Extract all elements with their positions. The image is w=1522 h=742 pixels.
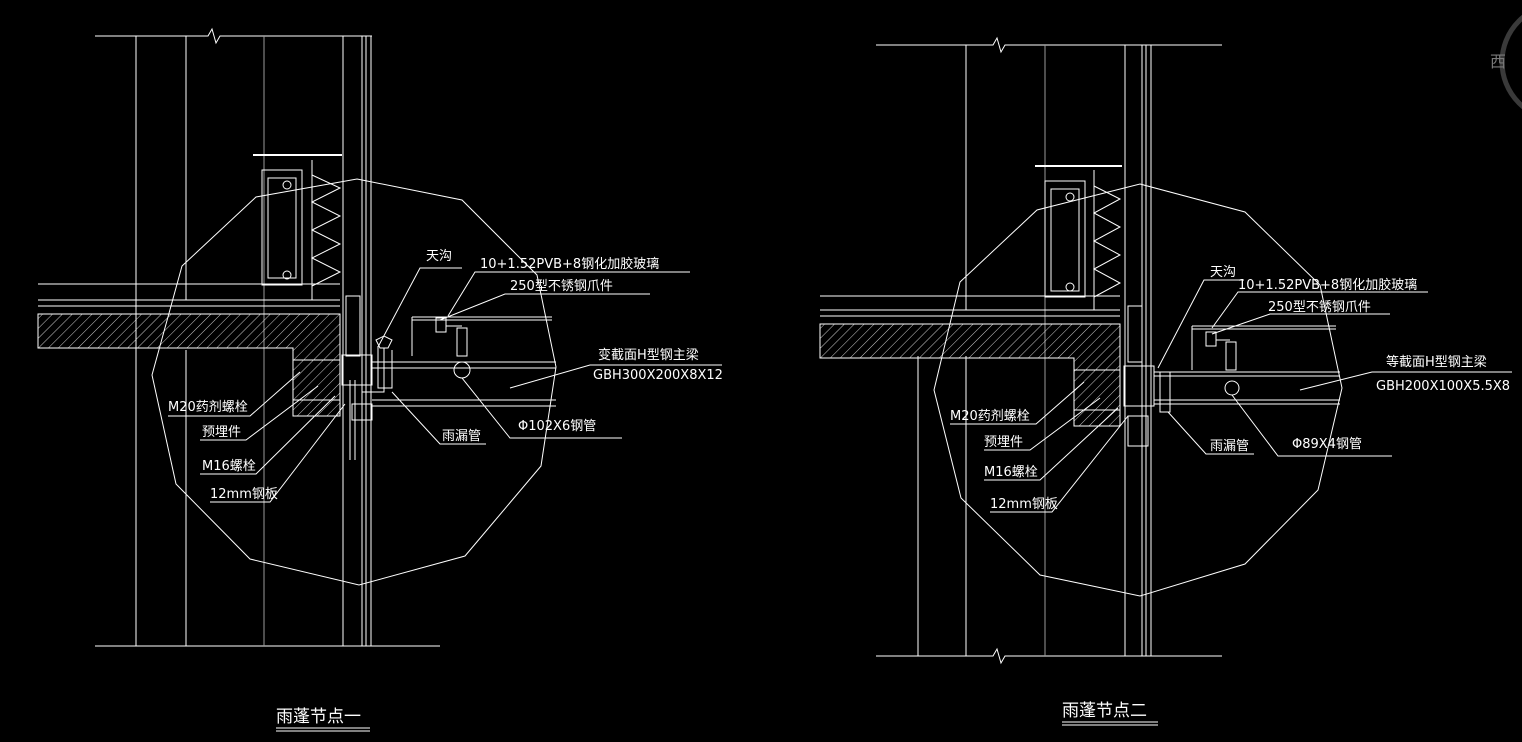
label-embed: 预埋件 xyxy=(202,425,241,440)
break-line-top xyxy=(876,36,1222,54)
leader-gutter xyxy=(1157,279,1244,369)
bracket xyxy=(1127,415,1149,447)
label-pipe: Φ102X6钢管 xyxy=(518,419,596,434)
bracket xyxy=(1127,305,1143,363)
drain-pipe xyxy=(1159,371,1171,413)
leader-plate xyxy=(210,403,346,503)
claw-post xyxy=(1225,341,1237,371)
claw-fitting xyxy=(435,317,447,333)
label-glass: 10+1.52PVB+8钢化加胶玻璃 xyxy=(480,256,659,272)
leader-chem-bolt xyxy=(168,371,301,417)
compass-ring xyxy=(1499,14,1522,110)
label-plate: 12mm钢板 xyxy=(210,487,278,502)
label-bolt: M16螺栓 xyxy=(984,465,1038,480)
louvre-pin xyxy=(1065,282,1075,292)
leader-drain xyxy=(1167,411,1254,455)
claw-fitting xyxy=(1205,331,1217,347)
gutter xyxy=(377,346,393,389)
label-bolt: M16螺栓 xyxy=(202,459,256,474)
leader-gutter xyxy=(377,267,462,348)
drain-head xyxy=(375,335,393,349)
louvre-pin xyxy=(282,180,292,190)
leader-embed xyxy=(200,385,319,441)
bracket xyxy=(1123,365,1155,407)
label-beam-spec: GBH200X100X5.5X8 xyxy=(1376,379,1510,394)
leader-pipe xyxy=(1231,394,1392,457)
leader-drain xyxy=(391,391,486,445)
label-claw: 250型不锈钢爪件 xyxy=(1268,300,1371,315)
detail-title: 雨蓬节点一 xyxy=(276,707,361,727)
break-line-top xyxy=(95,27,372,45)
louvre-frame xyxy=(261,169,303,286)
detail-title: 雨蓬节点二 xyxy=(1062,701,1147,721)
leader-bolt xyxy=(984,407,1119,481)
label-chem-bolt: M20药剂螺栓 xyxy=(168,400,248,415)
concrete-slab xyxy=(819,323,1121,427)
bracket xyxy=(351,403,373,421)
label-beam-spec: GBH300X200X8X12 xyxy=(593,368,723,383)
louvre-frame xyxy=(1044,180,1086,298)
concrete-slab xyxy=(37,313,341,417)
leader-claw xyxy=(1211,313,1390,335)
leader-chem-bolt xyxy=(950,381,1085,425)
label-plate: 12mm钢板 xyxy=(990,497,1058,512)
louvre-pin xyxy=(1065,192,1075,202)
label-pipe: Φ89X4钢管 xyxy=(1292,437,1362,452)
leader-glass xyxy=(1211,291,1428,329)
detail-circle xyxy=(933,183,1343,597)
louvre-pin xyxy=(282,270,292,280)
leader-bolt xyxy=(200,395,336,475)
label-gutter: 天沟 xyxy=(426,249,452,264)
leader-beam xyxy=(1299,371,1512,391)
label-claw: 250型不锈钢爪件 xyxy=(510,279,613,294)
label-beam: 等截面H型钢主梁 xyxy=(1386,354,1487,370)
label-beam: 变截面H型钢主梁 xyxy=(598,347,699,363)
steel-pipe xyxy=(453,361,471,379)
label-drain: 雨漏管 xyxy=(442,428,481,444)
compass-west-label[interactable]: 西 xyxy=(1490,52,1506,71)
leader-plate xyxy=(990,415,1129,513)
bracket xyxy=(341,354,373,386)
louvre-blades xyxy=(1092,185,1122,298)
louvre-frame xyxy=(1050,188,1080,292)
leader-glass xyxy=(447,271,690,317)
bracket xyxy=(345,295,361,357)
detail-circle xyxy=(151,178,557,586)
label-glass: 10+1.52PVB+8钢化加胶玻璃 xyxy=(1238,277,1417,293)
claw-post xyxy=(456,327,468,357)
leader-beam xyxy=(509,364,722,389)
steel-pipe xyxy=(1224,380,1240,396)
viewcube-compass[interactable]: 西 xyxy=(1490,4,1522,120)
label-embed: 预埋件 xyxy=(984,435,1023,450)
detail-2: 天沟 10+1.52PVB+8钢化加胶玻璃 250型不锈钢爪件 等截面H型钢主梁… xyxy=(819,36,1512,726)
label-chem-bolt: M20药剂螺栓 xyxy=(950,409,1030,424)
louvre-blades xyxy=(310,174,342,287)
label-gutter: 天沟 xyxy=(1210,265,1236,280)
leader-embed xyxy=(984,397,1101,451)
label-drain: 雨漏管 xyxy=(1210,438,1249,454)
leader-pipe xyxy=(461,377,622,439)
break-line-bottom xyxy=(876,647,1222,665)
leader-claw xyxy=(439,293,650,321)
detail-1: 天沟 10+1.52PVB+8钢化加胶玻璃 250型不锈钢爪件 变截面H型钢主梁… xyxy=(37,27,723,732)
drain-pipe xyxy=(362,348,385,393)
louvre-frame xyxy=(267,177,297,279)
